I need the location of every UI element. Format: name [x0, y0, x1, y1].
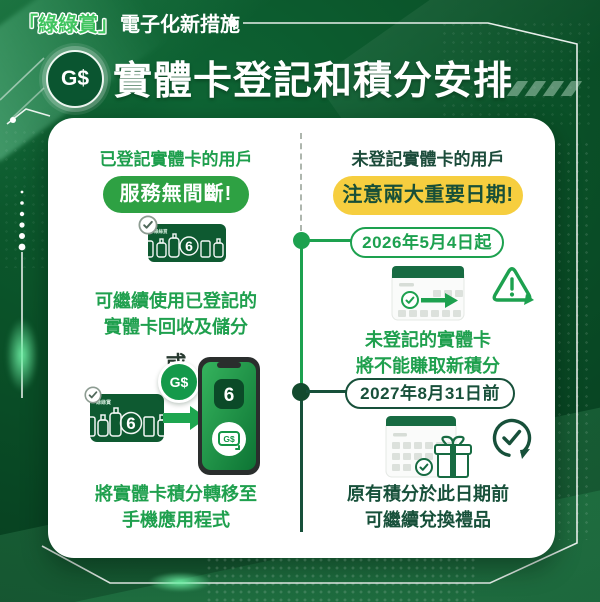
gs-coin-label: G$ — [60, 67, 89, 90]
gs-card-label: G$ — [223, 434, 235, 444]
transfer-text: 將實體卡積分轉移至 手機應用程式 — [64, 481, 288, 533]
milestone-1-line1: 未登記的實體卡 — [365, 330, 491, 350]
registered-users-heading: 已登記實體卡的用戶 — [99, 150, 253, 169]
timeline-segment-2 — [300, 392, 303, 532]
page-title: 實體卡登記和積分安排 — [113, 60, 514, 103]
transfer-card-icon: 綠綠賞 6 — [90, 394, 164, 442]
service-uninterrupted-badge: 服務無間斷! — [103, 176, 249, 213]
keep-using-line2: 實體卡回收及儲分 — [104, 317, 248, 337]
timeline-dot-2 — [292, 383, 310, 401]
phone-icon: 6 G$ — [198, 357, 260, 475]
header-brandline: 「綠綠賞」電子化新措施 — [18, 8, 240, 37]
check-badge-icon — [84, 386, 102, 404]
gs-card-circle — [212, 422, 246, 456]
warning-triangle-icon — [492, 267, 534, 305]
timeline-segment-1 — [300, 240, 303, 392]
card-brand-label: 綠綠賞 — [154, 228, 168, 235]
recycle-6-logo: 6 — [185, 238, 193, 254]
timeline-connector-1 — [306, 239, 352, 242]
card-brand-label: 綠綠賞 — [96, 399, 112, 406]
column-divider-dashed — [300, 133, 302, 231]
milestone-2-text: 原有積分於此日期前 可繼續兌換禮品 — [316, 481, 540, 533]
brand-name: 「綠綠賞」 — [18, 14, 118, 36]
milestone-2-line1: 原有積分於此日期前 — [347, 484, 509, 504]
calendar-no-points-icon — [391, 266, 465, 321]
success-check-icon — [492, 418, 532, 459]
check-badge-icon — [138, 215, 158, 235]
gs-coin-icon: G$ — [46, 50, 104, 108]
milestone-2-date-pill: 2027年8月31日前 — [345, 378, 515, 409]
milestone-1-date-pill: 2026年5月4日起 — [350, 227, 504, 258]
calendar-gift-icon — [385, 416, 472, 478]
milestone-1-text: 未登記的實體卡 將不能賺取新積分 — [316, 327, 540, 379]
gift-box-icon — [434, 435, 472, 478]
frame-glow-left — [6, 318, 38, 392]
app-6-logo: 6 — [224, 385, 235, 406]
registered-card-icon: 綠綠賞 6 — [148, 224, 226, 262]
important-dates-badge: 注意兩大重要日期! — [333, 176, 523, 215]
timeline-connector-2 — [306, 390, 348, 393]
gs-coin-badge-label: G$ — [169, 374, 189, 390]
unregistered-users-heading: 未登記實體卡的用戶 — [351, 150, 505, 169]
gs-coin-badge: G$ — [158, 361, 200, 403]
milestone-2-line2: 可繼續兌換禮品 — [365, 510, 491, 530]
transfer-line2: 手機應用程式 — [122, 510, 230, 530]
program-subtitle: 電子化新措施 — [120, 14, 240, 36]
keep-using-text: 可繼續使用已登記的 實體卡回收及儲分 — [64, 288, 288, 340]
transfer-line1: 將實體卡積分轉移至 — [95, 484, 257, 504]
frame-glow-bottom — [148, 572, 212, 592]
timeline-dot-1 — [293, 232, 310, 249]
milestone-1-line2: 將不能賺取新積分 — [356, 356, 500, 376]
recycle-6-logo: 6 — [126, 414, 135, 433]
keep-using-line1: 可繼續使用已登記的 — [95, 291, 257, 311]
app-tile-icon — [214, 379, 244, 409]
phone-notch — [217, 362, 241, 368]
